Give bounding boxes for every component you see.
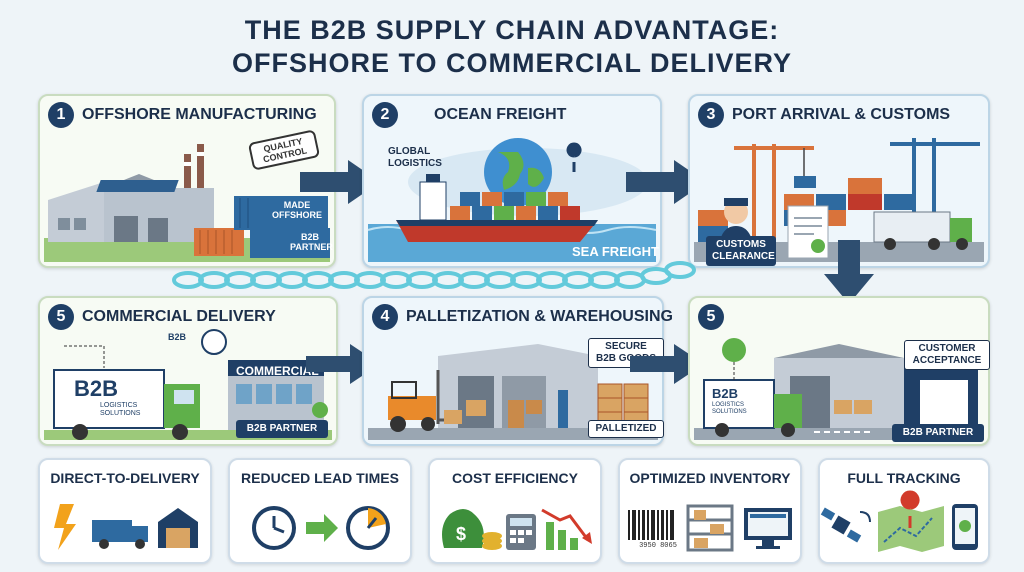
benefit-label: COST EFFICIENCY (451, 470, 578, 486)
step-number: 1 (48, 102, 74, 128)
truck-logo: B2B (74, 376, 119, 401)
arrow-step1-to-step2 (300, 160, 380, 204)
title-line-2: OFFSHORE TO COMMERCIAL DELIVERY (231, 48, 793, 78)
step-ocean-freight: 2 OCEAN FREIGHT GLOBAL LOGISTICS SEA FREI… (362, 94, 662, 268)
step-title: PALLETIZATION & WAREHOUSING (406, 308, 673, 325)
step-title: OFFSHORE MANUFACTURING (82, 106, 317, 123)
factory-illustration (44, 144, 330, 262)
made-offshore-label: MADE OFFSHORE (272, 200, 323, 220)
customs-clearance-badge: CUSTOMS CLEARANCE (706, 236, 776, 266)
palletized-badge: PALLETIZED (588, 420, 664, 438)
b2b-partner-banner: B2B PARTNER (892, 424, 984, 442)
arrow-delivery-to-warehousing (306, 344, 380, 384)
truck-logo-subtitle: LOGISTICS SOLUTIONS (100, 402, 141, 417)
step-title: PORT ARRIVAL & CUSTOMS (732, 106, 951, 123)
b2b-partner-label: B2B PARTNER (290, 232, 333, 252)
sea-freight-caption: SEA FREIGHT (572, 244, 659, 259)
benefit-optimized-inventory: OPTIMIZED INVENTORY 3950 8065 (618, 458, 802, 564)
benefit-label: DIRECT-TO-DELIVERY (50, 470, 200, 486)
barcode-icon (628, 504, 792, 552)
step-title: COMMERCIAL DELIVERY (82, 308, 276, 325)
acceptance-illustration (694, 338, 984, 440)
warehouse-illustration (368, 344, 658, 440)
arrow-step3-down (824, 240, 874, 304)
benefit-cost-efficiency: COST EFFICIENCY $ (428, 458, 602, 564)
money-bag-icon: $ (442, 508, 592, 550)
satellite-map-icon (820, 490, 978, 552)
clock-icon (252, 506, 390, 550)
step-number: 5 (698, 304, 724, 330)
benefit-label: OPTIMIZED INVENTORY (629, 470, 791, 486)
chain-link-connector (172, 261, 696, 289)
step-commercial-delivery: 5 COMMERCIAL DELIVERY B2B B2B LOGISTICS S… (38, 296, 338, 446)
benefit-full-tracking: FULL TRACKING (818, 458, 990, 564)
page-title: THE B2B SUPPLY CHAIN ADVANTAGE: OFFSHORE… (0, 14, 1024, 80)
benefit-label: FULL TRACKING (847, 470, 961, 486)
step-title: OCEAN FREIGHT (434, 106, 567, 123)
truck-logo: B2B (712, 386, 739, 401)
step-number: 4 (372, 304, 398, 330)
benefit-label: REDUCED LEAD TIMES (241, 470, 399, 486)
step-number: 2 (372, 102, 398, 128)
step-port-arrival-customs: 3 PORT ARRIVAL & CUSTOMS CUSTOMS CLEARANC… (688, 94, 990, 268)
barcode-number: 3950 8065 (639, 542, 677, 550)
arrow-step2-to-step3 (626, 160, 706, 204)
truck-logo-subtitle: LOGISTICS SOLUTIONS (712, 402, 747, 415)
delivery-truck-icon (54, 504, 198, 550)
commercial-building-sign: COMMERCIAL (236, 364, 319, 378)
step-number: 5 (48, 304, 74, 330)
b2b-bubble: B2B (167, 332, 186, 342)
step-customer-acceptance: 5 CUSTOMER ACCEPTANCE B2B LOGISTICS SOLU… (688, 296, 990, 446)
customer-acceptance-sign: CUSTOMER ACCEPTANCE (904, 340, 990, 370)
ship-illustration (367, 138, 657, 262)
global-logistics-label: GLOBAL LOGISTICS (388, 146, 442, 169)
arrow-warehousing-to-acceptance (630, 344, 704, 384)
title-line-1: THE B2B SUPPLY CHAIN ADVANTAGE: (244, 15, 780, 45)
step-number: 3 (698, 102, 724, 128)
benefit-reduced-lead-times: REDUCED LEAD TIMES (228, 458, 412, 564)
b2b-partner-banner: B2B PARTNER (236, 420, 328, 438)
benefit-direct-to-delivery: DIRECT-TO-DELIVERY (38, 458, 212, 564)
svg-text:$: $ (456, 524, 466, 544)
